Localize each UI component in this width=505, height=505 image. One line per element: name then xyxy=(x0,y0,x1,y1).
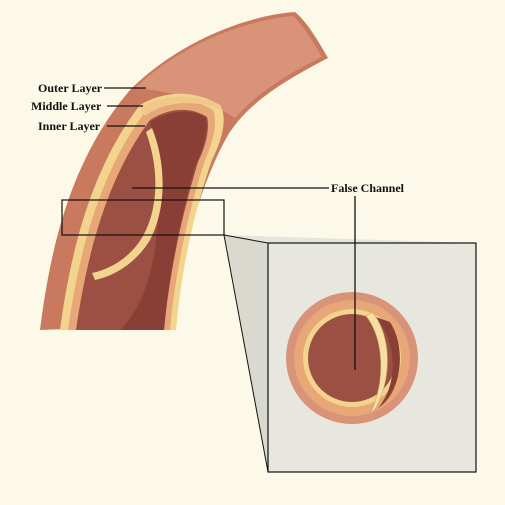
false-channel-label: False Channel xyxy=(331,181,405,195)
zoom-projection-top xyxy=(224,235,476,243)
vessel-outer-highlight xyxy=(135,16,322,118)
middle-layer-label: Middle Layer xyxy=(31,99,102,113)
dissection-flap xyxy=(92,128,163,280)
vessel-illustration xyxy=(40,12,328,330)
vessel-cut-end xyxy=(140,96,222,116)
inner-layer-label: Inner Layer xyxy=(38,119,101,133)
zoom-source-box xyxy=(61,199,225,236)
cross-section-flap xyxy=(365,311,388,415)
vessel-false-channel xyxy=(120,111,207,330)
outer-layer-label: Outer Layer xyxy=(38,81,103,95)
cross-section xyxy=(286,292,418,424)
